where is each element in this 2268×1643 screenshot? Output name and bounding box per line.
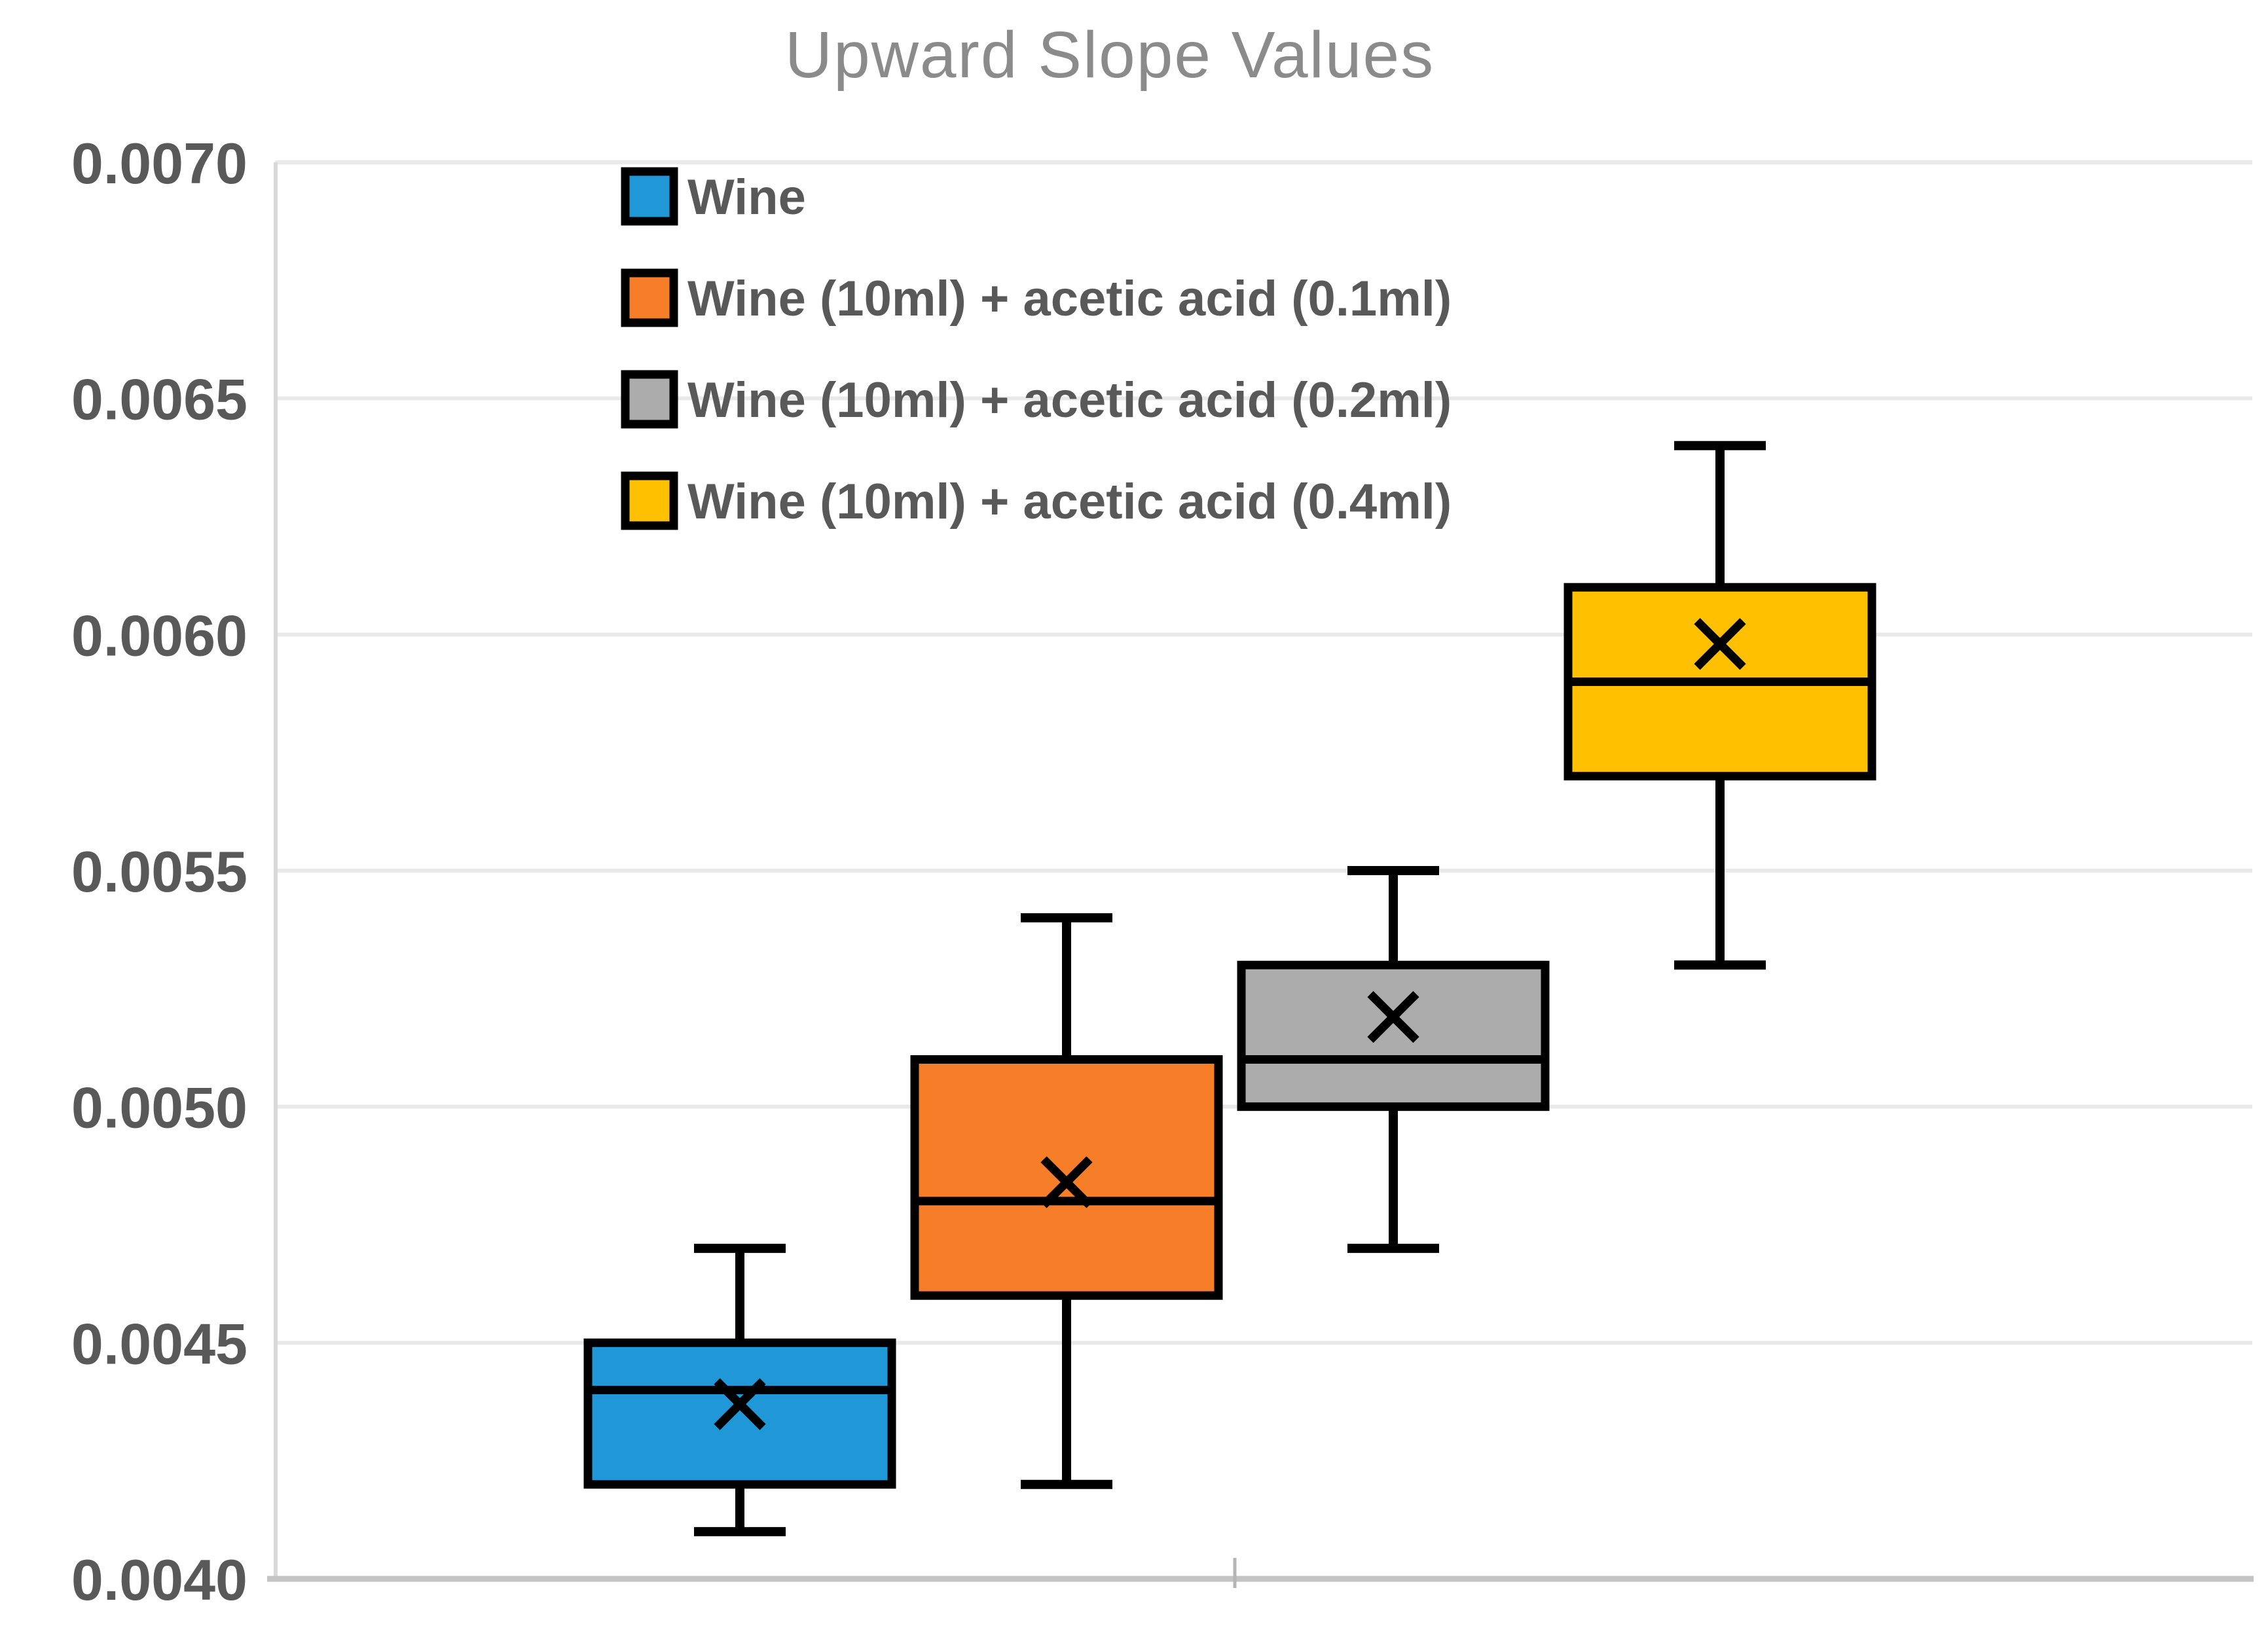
- mean-x-marker: [1367, 991, 1419, 1043]
- legend-swatch: [621, 167, 678, 226]
- box-series-group: [583, 441, 1876, 1536]
- legend-swatch: [621, 471, 678, 530]
- legend-label: Wine: [687, 170, 806, 225]
- y-tick-label: 0.0060: [71, 603, 247, 668]
- y-tick-label: 0.0065: [71, 367, 247, 432]
- legend-item: Wine: [621, 167, 806, 226]
- y-tick-label: 0.0045: [71, 1311, 247, 1376]
- y-axis-tick-labels: 0.0070 0.0065 0.0060 0.0055 0.0050 0.0045 0.00…: [71, 131, 247, 1612]
- legend-label: Wine (10ml) + acetic acid (0.1ml): [687, 271, 1452, 327]
- mean-x-marker: [1040, 1156, 1093, 1208]
- y-tick-label: 0.0050: [71, 1075, 247, 1140]
- y-tick-label: 0.0055: [71, 839, 247, 904]
- legend-item: Wine (10ml) + acetic acid (0.1ml): [621, 268, 1452, 327]
- mean-x-marker: [714, 1378, 766, 1430]
- mean-x-marker: [1694, 618, 1746, 670]
- legend-item: Wine (10ml) + acetic acid (0.4ml): [621, 471, 1452, 530]
- y-tick-label: 0.0040: [71, 1547, 247, 1612]
- legend-item: Wine (10ml) + acetic acid (0.2ml): [621, 370, 1452, 429]
- box-plot-1: [583, 1244, 896, 1536]
- box-plot-3: [1237, 866, 1550, 1254]
- box-plot-4: [1564, 441, 1876, 970]
- chart-title: Upward Slope Values: [785, 18, 1435, 92]
- y-tick-label: 0.0070: [71, 131, 247, 196]
- legend-swatch: [621, 370, 678, 429]
- legend-label: Wine (10ml) + acetic acid (0.4ml): [687, 474, 1452, 530]
- box-plot-2: [910, 913, 1223, 1489]
- iqr-box: [583, 1338, 896, 1489]
- legend-swatch: [621, 268, 678, 327]
- iqr-box: [1237, 960, 1550, 1111]
- legend-label: Wine (10ml) + acetic acid (0.2ml): [687, 372, 1452, 428]
